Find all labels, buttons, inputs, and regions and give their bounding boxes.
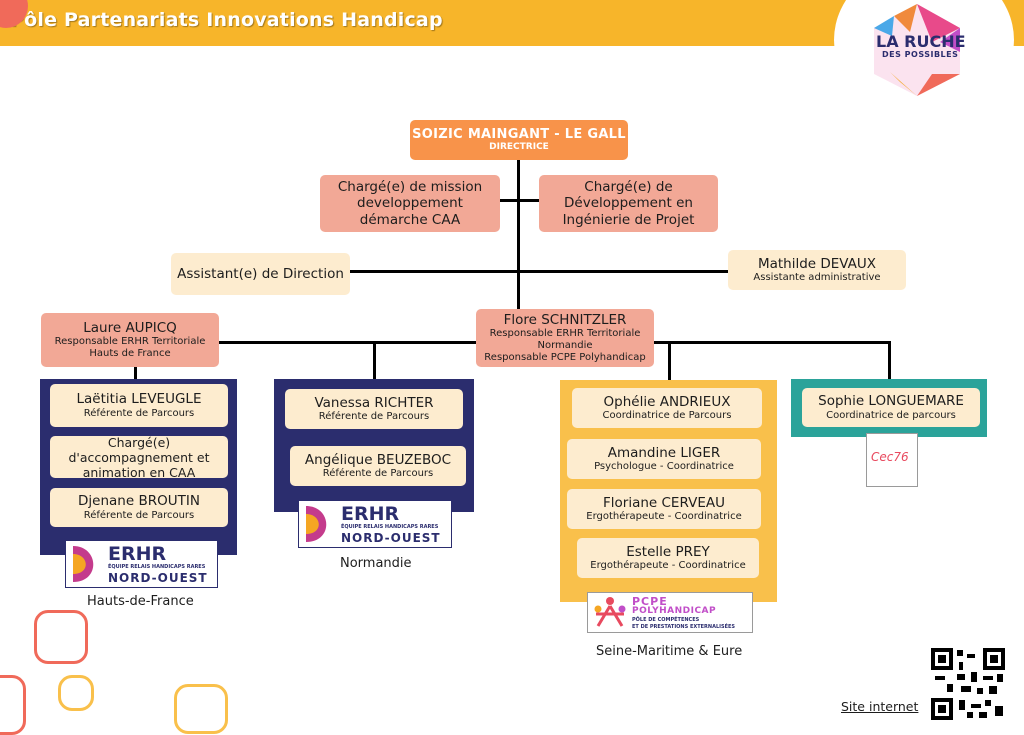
seine-p4-role: Ergothérapeute - Coordinatrice [590,560,746,572]
erhr-logo-normandie: ERHR ÉQUIPE RELAIS HANDICAPS RARES NORD-… [298,500,452,548]
flore-name: Flore SCHNITZLER [503,311,627,328]
erhr-subtitle: ÉQUIPE RELAIS HANDICAPS RARES [341,524,439,530]
hdf-person-2: Chargé(e) d'accompagnement et animation … [50,434,228,480]
seine-person-1: Ophélie ANDRIEUX Coordinatrice de Parcou… [572,388,762,428]
laure-role1: Responsable ERHR Territoriale [54,336,206,348]
mission-text: Chargé(e) de mission developpement démar… [337,179,483,228]
pcpe-line4: ET DE PRESTATIONS EXTERNALISÉES [632,624,736,630]
flore-role2: Normandie [537,340,593,352]
cec-logo-text: Cec76 [871,450,909,464]
trunk-line [517,158,520,310]
hdf-p3-role: Référente de Parcours [83,509,195,521]
decor-square-yellow-2 [174,684,228,734]
decor-square-yellow [58,675,94,711]
seine-p3-role: Ergothérapeute - Coordinatrice [586,511,742,523]
hexagon-logo-icon [874,4,960,96]
seine-p2-role: Psychologue - Coordinatrice [594,461,734,473]
assistant-connector [350,270,728,273]
decor-square-red [34,610,88,664]
seine-p1-role: Coordinatrice de Parcours [602,410,732,422]
hdf-p2-text: Chargé(e) d'accompagnement et animation … [68,434,210,480]
seine-p4-name: Estelle PREY [626,543,710,560]
normandie-person-2: Angélique BEUZEBOC Référente de Parcours [290,446,466,486]
seine-p3-name: Floriane CERVEAU [603,494,725,511]
erhr-mark-icon [306,506,327,542]
hdf-p3-name: Djenane BROUTIN [78,493,200,510]
erhr-title: ERHR [341,503,400,525]
seine-connector [668,341,671,381]
normandie-p1-name: Vanessa RICHTER [314,394,434,411]
normandie-region-label: Normandie [340,556,412,571]
erhr-logo-hdf: ERHR ÉQUIPE RELAIS HANDICAPS RARES NORD-… [65,540,218,588]
staff-connector [470,199,540,202]
pcpe-title: PCPE [632,595,668,608]
pcpe-logo: PCPE POLYHANDICAP PÔLE DE COMPÉTENCES ET… [587,592,753,633]
mathilde-role: Assistante administrative [753,272,881,284]
mission-box: Chargé(e) de mission developpement démar… [320,175,500,232]
assistant-direction-box: Assistant(e) de Direction [171,253,350,295]
erhr-subtitle: ÉQUIPE RELAIS HANDICAPS RARES [108,564,206,570]
erhr-region: NORD-OUEST [108,571,208,585]
normandie-person-1: Vanessa RICHTER Référente de Parcours [285,389,463,429]
laure-role2: Hauts de France [89,348,171,360]
flore-role1: Responsable ERHR Territoriale [489,328,641,340]
flore-role3: Responsable PCPE Polyhandicap [484,352,646,364]
laure-box: Laure AUPICQ Responsable ERHR Territoria… [41,313,219,367]
flore-box: Flore SCHNITZLER Responsable ERHR Territ… [476,309,654,367]
sophie-connector [888,341,891,381]
hdf-region-label: Hauts-de-France [87,594,194,609]
seine-p2-name: Amandine LIGER [607,444,721,461]
pcpe-people-icon [594,597,626,627]
seine-region-label: Seine-Maritime & Eure [596,644,743,659]
sophie-role: Coordinatrice de parcours [826,409,956,421]
developpement-box: Chargé(e) de Développement en Ingénierie… [539,175,718,232]
page-title: Pôle Partenariats Innovations Handicap [10,9,443,31]
normandie-p1-role: Référente de Parcours [318,411,430,423]
hdf-p1-role: Référente de Parcours [83,407,195,419]
director-name: SOIZIC MAINGANT - LE GALL [412,126,626,142]
pcpe-subtitle: POLYHANDICAP [632,606,717,616]
decor-square-red-2 [0,675,26,735]
seine-person-4: Estelle PREY Ergothérapeute - Coordinatr… [577,538,759,578]
normandie-p2-name: Angélique BEUZEBOC [304,451,452,468]
hdf-person-3: Djenane BROUTIN Référente de Parcours [50,488,228,527]
mathilde-box: Mathilde DEVAUX Assistante administrativ… [728,250,906,290]
hdf-p1-name: Laëtitia LEVEUGLE [76,391,202,408]
seine-person-2: Amandine LIGER Psychologue - Coordinatri… [567,439,761,479]
erhr-region: NORD-OUEST [341,531,441,545]
seine-p1-name: Ophélie ANDRIEUX [603,393,731,410]
cec-logo: Cec76 [866,433,918,487]
laure-name: Laure AUPICQ [83,319,177,336]
hdf-person-1: Laëtitia LEVEUGLE Référente de Parcours [50,384,228,427]
logo-title: LA RUCHE [876,32,966,51]
pcpe-line3: PÔLE DE COMPÉTENCES [632,617,700,623]
seine-person-3: Floriane CERVEAU Ergothérapeute - Coordi… [567,489,761,529]
director-role: DIRECTRICE [489,142,549,153]
site-internet-link[interactable]: Site internet [841,699,919,714]
sophie-box: Sophie LONGUEMARE Coordinatrice de parco… [802,388,980,427]
erhr-title: ERHR [108,543,167,565]
qr-code-icon[interactable] [931,648,1005,720]
developpement-text: Chargé(e) de Développement en Ingénierie… [562,179,695,228]
normandie-connector [373,341,376,381]
director-box: SOIZIC MAINGANT - LE GALL DIRECTRICE [410,120,628,160]
normandie-p2-role: Référente de Parcours [322,468,434,480]
sophie-name: Sophie LONGUEMARE [818,393,964,410]
assistant-direction-text: Assistant(e) de Direction [177,265,344,282]
erhr-mark-icon [73,546,94,582]
mathilde-name: Mathilde DEVAUX [757,255,877,272]
logo-subtitle: DES POSSIBLES [882,50,959,59]
qr-code-pattern [931,648,1005,720]
